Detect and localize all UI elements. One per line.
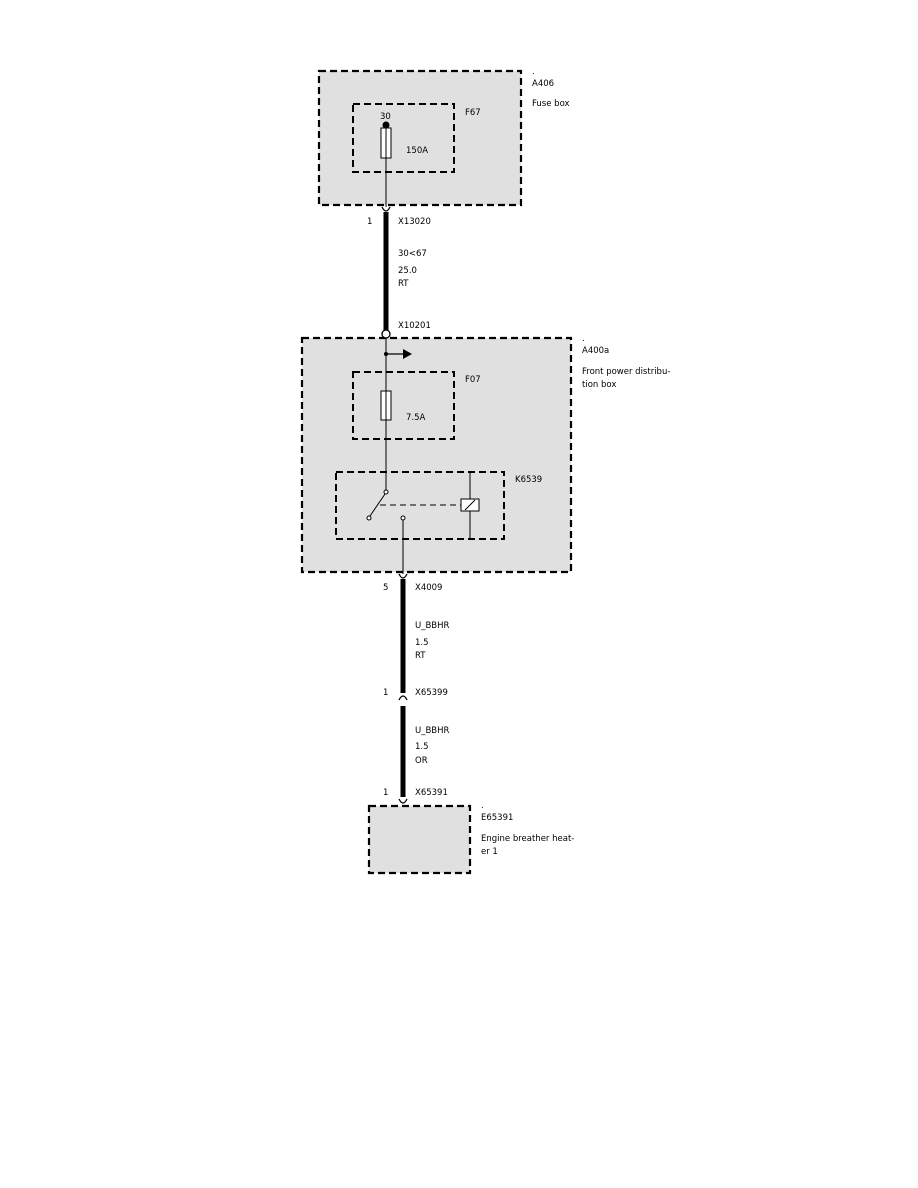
connector-x13020-symbol [381, 206, 391, 212]
f67-terminal: 30 [380, 112, 391, 122]
connector-x4009-symbol [398, 573, 408, 579]
e65391-dot: . [481, 801, 484, 811]
wire2-color: RT [415, 651, 426, 661]
fuse-f67-box [352, 103, 455, 173]
a400a-dot: . [582, 334, 585, 344]
wire2-signal: U_BBHR [415, 621, 450, 631]
a400a-name-line1: Front power distribu- [582, 367, 670, 377]
wire3-signal: U_BBHR [415, 726, 450, 736]
x10201-id: X10201 [398, 321, 431, 331]
relay-contact-pivot [366, 515, 372, 521]
f07-rating: 7.5A [406, 413, 426, 423]
wire3-size: 1.5 [415, 742, 429, 752]
a400a-name-line2: tion box [582, 380, 616, 390]
a400a-id: A400a [582, 346, 609, 356]
k6539-id: K6539 [515, 475, 542, 485]
f67-rating: 150A [406, 146, 428, 156]
f67-id: F67 [465, 108, 481, 118]
wire2-size: 1.5 [415, 638, 429, 648]
x65399-pin: 1 [383, 688, 388, 698]
relay-contact-output [400, 515, 406, 521]
wire3-color: OR [415, 756, 428, 766]
relay-coil-slash [464, 499, 476, 511]
f07-id: F07 [465, 375, 481, 385]
x65391-pin: 1 [383, 788, 388, 798]
x65399-id: X65399 [415, 688, 448, 698]
fuse-box-a406 [317, 69, 523, 207]
x4009-id: X4009 [415, 583, 442, 593]
branch-arrow-icon [403, 349, 412, 359]
a406-dot: . [532, 67, 535, 77]
wire1-color: RT [398, 279, 409, 289]
front-power-distribution-box-a400a [300, 336, 573, 574]
wire1-size: 25.0 [398, 266, 417, 276]
a406-id: A406 [532, 79, 554, 89]
e65391-id: E65391 [481, 813, 513, 823]
e65391-name-line1: Engine breather heat- [481, 834, 574, 844]
x4009-pin: 5 [383, 583, 388, 593]
terminal-30-dot [382, 121, 390, 129]
relay-contact-top [383, 489, 389, 495]
fuse-f07-box [352, 371, 455, 440]
connector-x65391-symbol [398, 798, 408, 804]
wire1-signal: 30<67 [398, 249, 427, 259]
relay-k6539-box [335, 471, 505, 540]
x65391-id: X65391 [415, 788, 448, 798]
e65391-name-line2: er 1 [481, 847, 498, 857]
connector-x10201-symbol [381, 329, 391, 339]
x13020-id: X13020 [398, 217, 431, 227]
connector-x65399-symbol [398, 695, 408, 701]
relay-switch-blade [369, 493, 386, 517]
engine-breather-heater-e65391 [367, 804, 472, 875]
x13020-pin: 1 [367, 217, 372, 227]
a406-name: Fuse box [532, 99, 570, 109]
